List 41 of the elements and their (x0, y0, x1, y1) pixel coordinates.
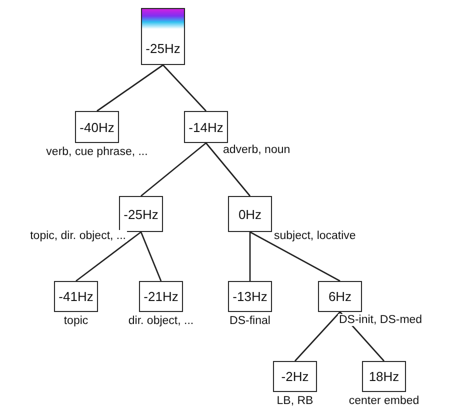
value-box (75, 111, 119, 143)
value-box (139, 281, 183, 312)
edge-label: DS-init, DS-med (338, 314, 424, 326)
frequency-value: -2Hz (281, 369, 309, 384)
frequency-value: 18Hz (368, 369, 400, 384)
value-box (184, 111, 228, 143)
frequency-value: -14Hz (188, 120, 224, 134)
value-box (228, 281, 272, 312)
value-box (54, 281, 98, 312)
connector-line (96, 64, 164, 112)
value-box (141, 8, 185, 65)
connector-line (250, 231, 340, 282)
category-label: LB, RB (276, 395, 314, 407)
connector-line (140, 142, 206, 197)
connector-line (205, 142, 251, 196)
connector-line (140, 232, 162, 282)
value-box (362, 361, 406, 392)
frequency-value: -25Hz (146, 41, 180, 56)
connector-line (162, 64, 207, 112)
category-label: verb, cue phrase, ... (46, 146, 148, 158)
frequency-value: -21Hz (144, 289, 178, 304)
category-label: center embed (348, 395, 420, 407)
frequency-value: -40Hz (80, 120, 114, 134)
category-label: topic (64, 315, 88, 327)
category-label: dir. object, ... (128, 315, 194, 327)
frequency-value: 0Hz (238, 206, 262, 222)
value-box (273, 361, 317, 392)
frequency-value: 6Hz (328, 289, 352, 304)
connector-line (76, 231, 142, 282)
value-box (318, 281, 362, 312)
frequency-value: -25Hz (124, 206, 158, 222)
frequency-value: -13Hz (232, 289, 268, 304)
category-label: DS-final (230, 315, 270, 327)
edge-label: adverb, noun (222, 144, 292, 156)
value-box (228, 196, 272, 232)
edge-label: subject, locative (273, 230, 357, 242)
edge-label: topic, dir. object, ... (29, 230, 127, 242)
connector-line (294, 312, 341, 362)
frequency-value: -41Hz (58, 289, 94, 304)
connector-line (249, 232, 251, 281)
value-box (119, 196, 163, 232)
